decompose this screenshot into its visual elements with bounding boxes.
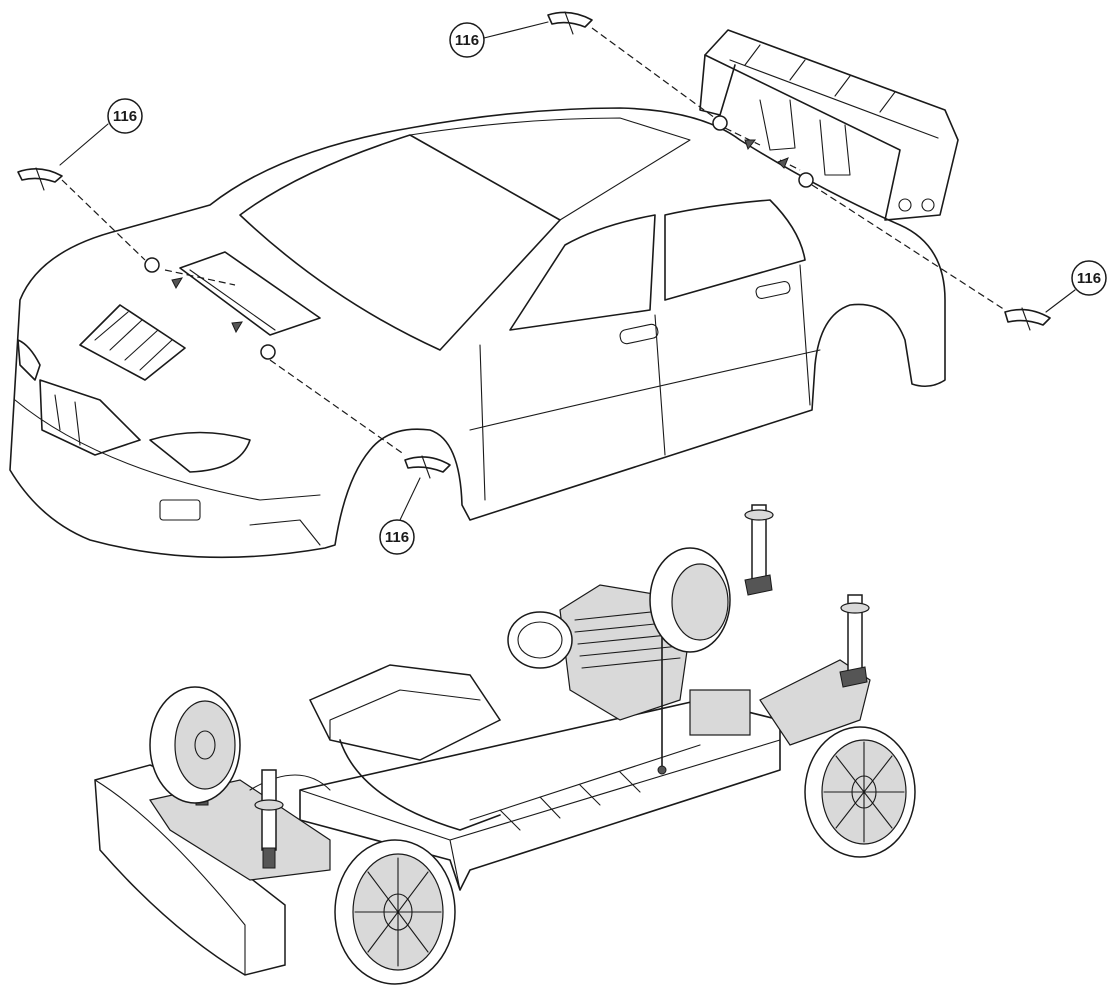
hood-vents	[79, 304, 186, 381]
callout-label: 116	[113, 108, 137, 125]
chassis	[94, 504, 916, 985]
side-window-front	[509, 214, 656, 331]
body-post-rear-left	[744, 504, 774, 596]
part-callouts: 116 116 116 116	[59, 21, 1107, 555]
body-clip-rear-right	[1004, 307, 1051, 331]
front-grille	[39, 379, 141, 456]
callout-rear-top: 116	[449, 21, 549, 58]
body-clips	[17, 11, 1051, 479]
callout-rear-right: 116	[1045, 260, 1107, 313]
air-filter	[507, 611, 573, 669]
wheel-rear-right	[804, 726, 916, 858]
body-clip-rear-top	[547, 11, 593, 35]
wheel-front-right	[334, 839, 456, 985]
side-window-rear	[664, 199, 806, 301]
body-clip-front-right	[404, 455, 451, 479]
windshield	[239, 134, 561, 351]
callout-label: 116	[455, 32, 479, 49]
door-handle-rear	[755, 280, 791, 300]
wheel-front-left	[149, 686, 241, 804]
callout-label: 116	[385, 529, 409, 546]
callout-front-left: 116	[59, 98, 143, 166]
body-outline	[9, 107, 946, 559]
mounting-holes	[144, 115, 814, 360]
body-clip-front-left	[17, 167, 63, 191]
callout-front-right: 116	[379, 477, 421, 555]
front-shock-tower	[149, 779, 331, 881]
headlight-right	[17, 339, 41, 381]
fuel-tank	[308, 664, 502, 761]
wheel-rear-left	[649, 547, 731, 653]
hood-scoop	[179, 251, 321, 336]
headlight-left	[149, 431, 251, 473]
rear-wing	[699, 29, 959, 221]
fog-light	[159, 499, 201, 521]
body-post-rear-right	[839, 594, 870, 688]
body-post-front-right	[254, 769, 284, 869]
callout-label: 116	[1077, 270, 1101, 287]
door-handle-front	[619, 323, 659, 345]
exhaust-pipe	[339, 739, 501, 831]
body-shell	[9, 29, 959, 559]
receiver-box	[689, 689, 751, 736]
